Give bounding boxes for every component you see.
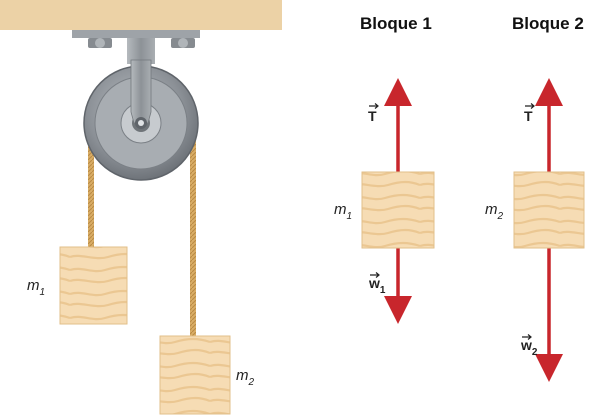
mass-label-fbd-2: m2 (485, 201, 504, 222)
free-body-diagram-2: T m2 w2 (485, 78, 585, 382)
weight-label-2: w2 (520, 337, 538, 358)
block-m2 (159, 335, 231, 415)
rope-right (190, 140, 196, 336)
free-body-diagram-1: T m1 w1 (334, 78, 435, 324)
vector-arrow-icon (522, 334, 532, 340)
ceiling (0, 0, 282, 30)
heading-block-2: Bloque 2 (512, 14, 584, 33)
weight-label-1: w1 (368, 275, 386, 296)
rope-left (88, 140, 94, 247)
heading-block-1: Bloque 1 (360, 14, 432, 33)
vector-arrow-icon (369, 103, 379, 109)
fbd-block-2 (513, 171, 585, 249)
tension-label-1: T (368, 108, 377, 124)
vector-arrow-icon (525, 103, 535, 109)
mass-label-left: m1 (27, 277, 45, 298)
fbd-block-1 (361, 171, 435, 249)
mounting-bracket (72, 30, 200, 64)
mass-label-right: m2 (236, 367, 255, 388)
block-m1 (59, 246, 128, 325)
tension-label-2: T (524, 108, 533, 124)
vector-arrow-icon (370, 272, 380, 278)
pulley-arm (130, 59, 152, 124)
mass-label-fbd-1: m1 (334, 201, 352, 222)
